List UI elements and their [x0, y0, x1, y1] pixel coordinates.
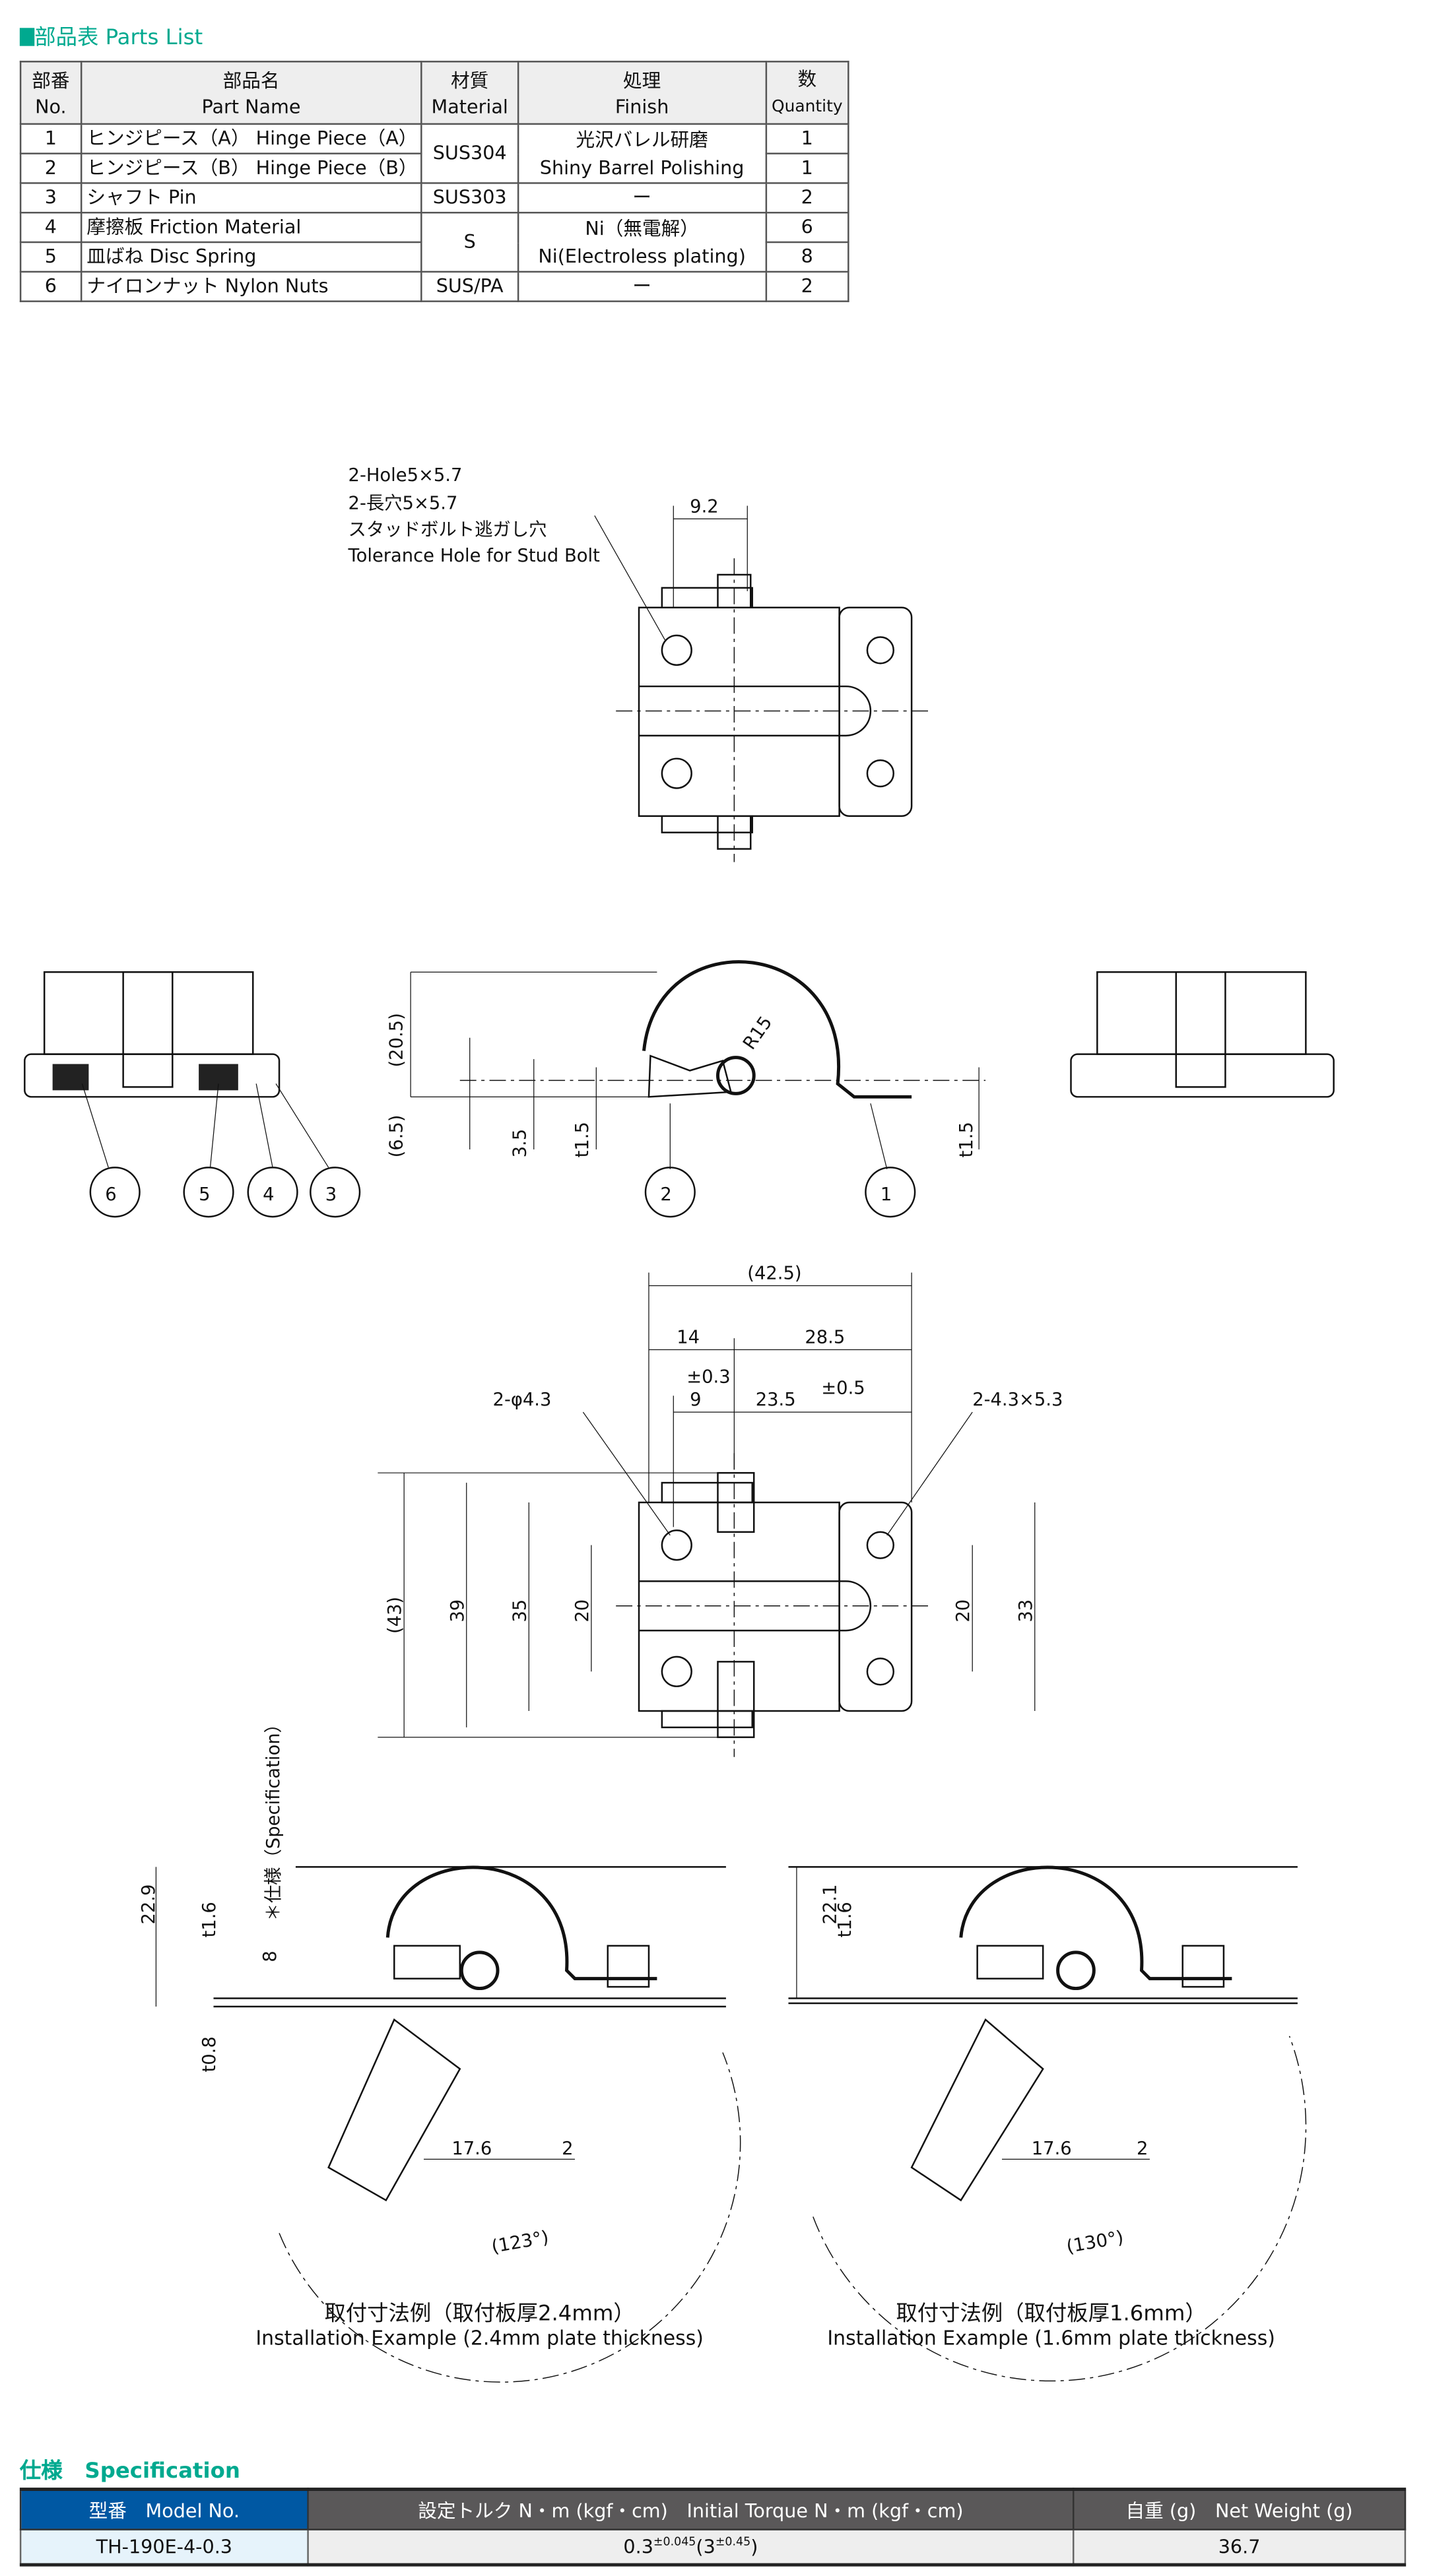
- svg-text:22.9: 22.9: [139, 1884, 159, 1925]
- spec-title: 仕様 Specification: [19, 2459, 240, 2485]
- svg-text:35: 35: [510, 1599, 530, 1623]
- svg-text:Tolerance Hole for Stud Bolt: Tolerance Hole for Stud Bolt: [348, 546, 601, 566]
- svg-text:33: 33: [1016, 1599, 1036, 1623]
- svg-text:2: 2: [562, 2139, 573, 2159]
- svg-text:20: 20: [953, 1599, 974, 1623]
- svg-text:20: 20: [572, 1599, 593, 1623]
- top-view: 2-Hole5×5.7 2-長穴5×5.7 スタッドボルト逃ガし穴 Tolera…: [348, 465, 929, 862]
- svg-text:4: 4: [263, 1184, 274, 1205]
- svg-text:3: 3: [325, 1184, 337, 1205]
- svg-text:(123°): (123°): [490, 2227, 550, 2257]
- spec-header-row: 型番 Model No.設定トルク N・m (kgf・cm) Initial T…: [19, 2488, 1407, 2530]
- svg-text:t1.6: t1.6: [199, 1902, 220, 1937]
- svg-text:2: 2: [1137, 2139, 1148, 2159]
- technical-drawing: 2-Hole5×5.7 2-長穴5×5.7 スタッドボルト逃ガし穴 Tolera…: [24, 465, 1335, 2383]
- svg-text:±0.5: ±0.5: [821, 1378, 865, 1399]
- svg-text:(42.5): (42.5): [747, 1264, 801, 1284]
- svg-text:22.1: 22.1: [820, 1884, 841, 1925]
- svg-text:9: 9: [690, 1390, 701, 1410]
- svg-text:＊仕様（Specification）: ＊仕様（Specification）: [263, 1715, 284, 1921]
- svg-text:9.2: 9.2: [690, 496, 719, 517]
- svg-text:(6.5): (6.5): [387, 1115, 407, 1158]
- svg-text:±0.3: ±0.3: [686, 1367, 730, 1387]
- svg-text:2-4.3×5.3: 2-4.3×5.3: [972, 1390, 1063, 1410]
- svg-text:(130°): (130°): [1065, 2227, 1125, 2257]
- side-view-left: [24, 971, 281, 1098]
- parts-list-title: 部品表 Parts List: [19, 20, 203, 51]
- svg-text:39: 39: [448, 1599, 468, 1623]
- svg-text:2-長穴5×5.7: 2-長穴5×5.7: [349, 493, 458, 513]
- svg-text:23.5: 23.5: [756, 1390, 796, 1410]
- svg-text:スタッドボルト逃ガし穴: スタッドボルト逃ガし穴: [349, 519, 547, 540]
- svg-text:17.6: 17.6: [1032, 2139, 1072, 2159]
- installation-example-a: 22.9 t1.6 8 t0.8 ＊仕様（Specification） 17.6…: [139, 1715, 741, 2383]
- svg-text:2: 2: [660, 1184, 671, 1205]
- svg-text:14: 14: [677, 1328, 700, 1348]
- svg-text:2-Hole5×5.7: 2-Hole5×5.7: [349, 465, 463, 486]
- installation-example-b: 22.1 t1.6 17.6 2 (130°): [788, 1865, 1307, 2382]
- svg-text:(43): (43): [385, 1597, 405, 1634]
- svg-text:1: 1: [881, 1184, 892, 1205]
- part-balloons: 6 5 4 3 2 1: [81, 1083, 916, 1218]
- side-view-center: (20.5) (6.5) 3.5 t1.5 R15 t1.5: [387, 960, 986, 1169]
- svg-text:(20.5): (20.5): [387, 1013, 407, 1067]
- svg-text:R15: R15: [739, 1013, 776, 1054]
- svg-text:t1.5: t1.5: [572, 1122, 593, 1157]
- svg-text:17.6: 17.6: [451, 2139, 492, 2159]
- install-b-caption: 取付寸法例（取付板厚1.6mm）Installation Example (1.…: [827, 2302, 1275, 2350]
- parts-list-title-text: 部品表 Parts List: [34, 26, 203, 51]
- svg-text:6: 6: [105, 1184, 116, 1205]
- svg-text:t1.5: t1.5: [956, 1122, 977, 1157]
- svg-text:28.5: 28.5: [805, 1328, 845, 1348]
- svg-text:8: 8: [260, 1950, 281, 1962]
- install-a-caption: 取付寸法例（取付板厚2.4mm）Installation Example (2.…: [255, 2302, 704, 2350]
- front-view: (42.5) 14 28.5 ±0.3 9 23.5 ±0.5 2-φ4.3 2-…: [378, 1264, 1063, 1757]
- square-bullet-icon: [19, 28, 35, 46]
- svg-text:2-φ4.3: 2-φ4.3: [493, 1390, 552, 1410]
- spec-table: 型番 Model No.設定トルク N・m (kgf・cm) Initial T…: [19, 2488, 1407, 2567]
- svg-text:5: 5: [199, 1184, 210, 1205]
- svg-text:t0.8: t0.8: [199, 2036, 220, 2072]
- svg-text:3.5: 3.5: [510, 1129, 530, 1158]
- side-view-right: [1070, 971, 1335, 1098]
- svg-text:t1.6: t1.6: [835, 1902, 855, 1937]
